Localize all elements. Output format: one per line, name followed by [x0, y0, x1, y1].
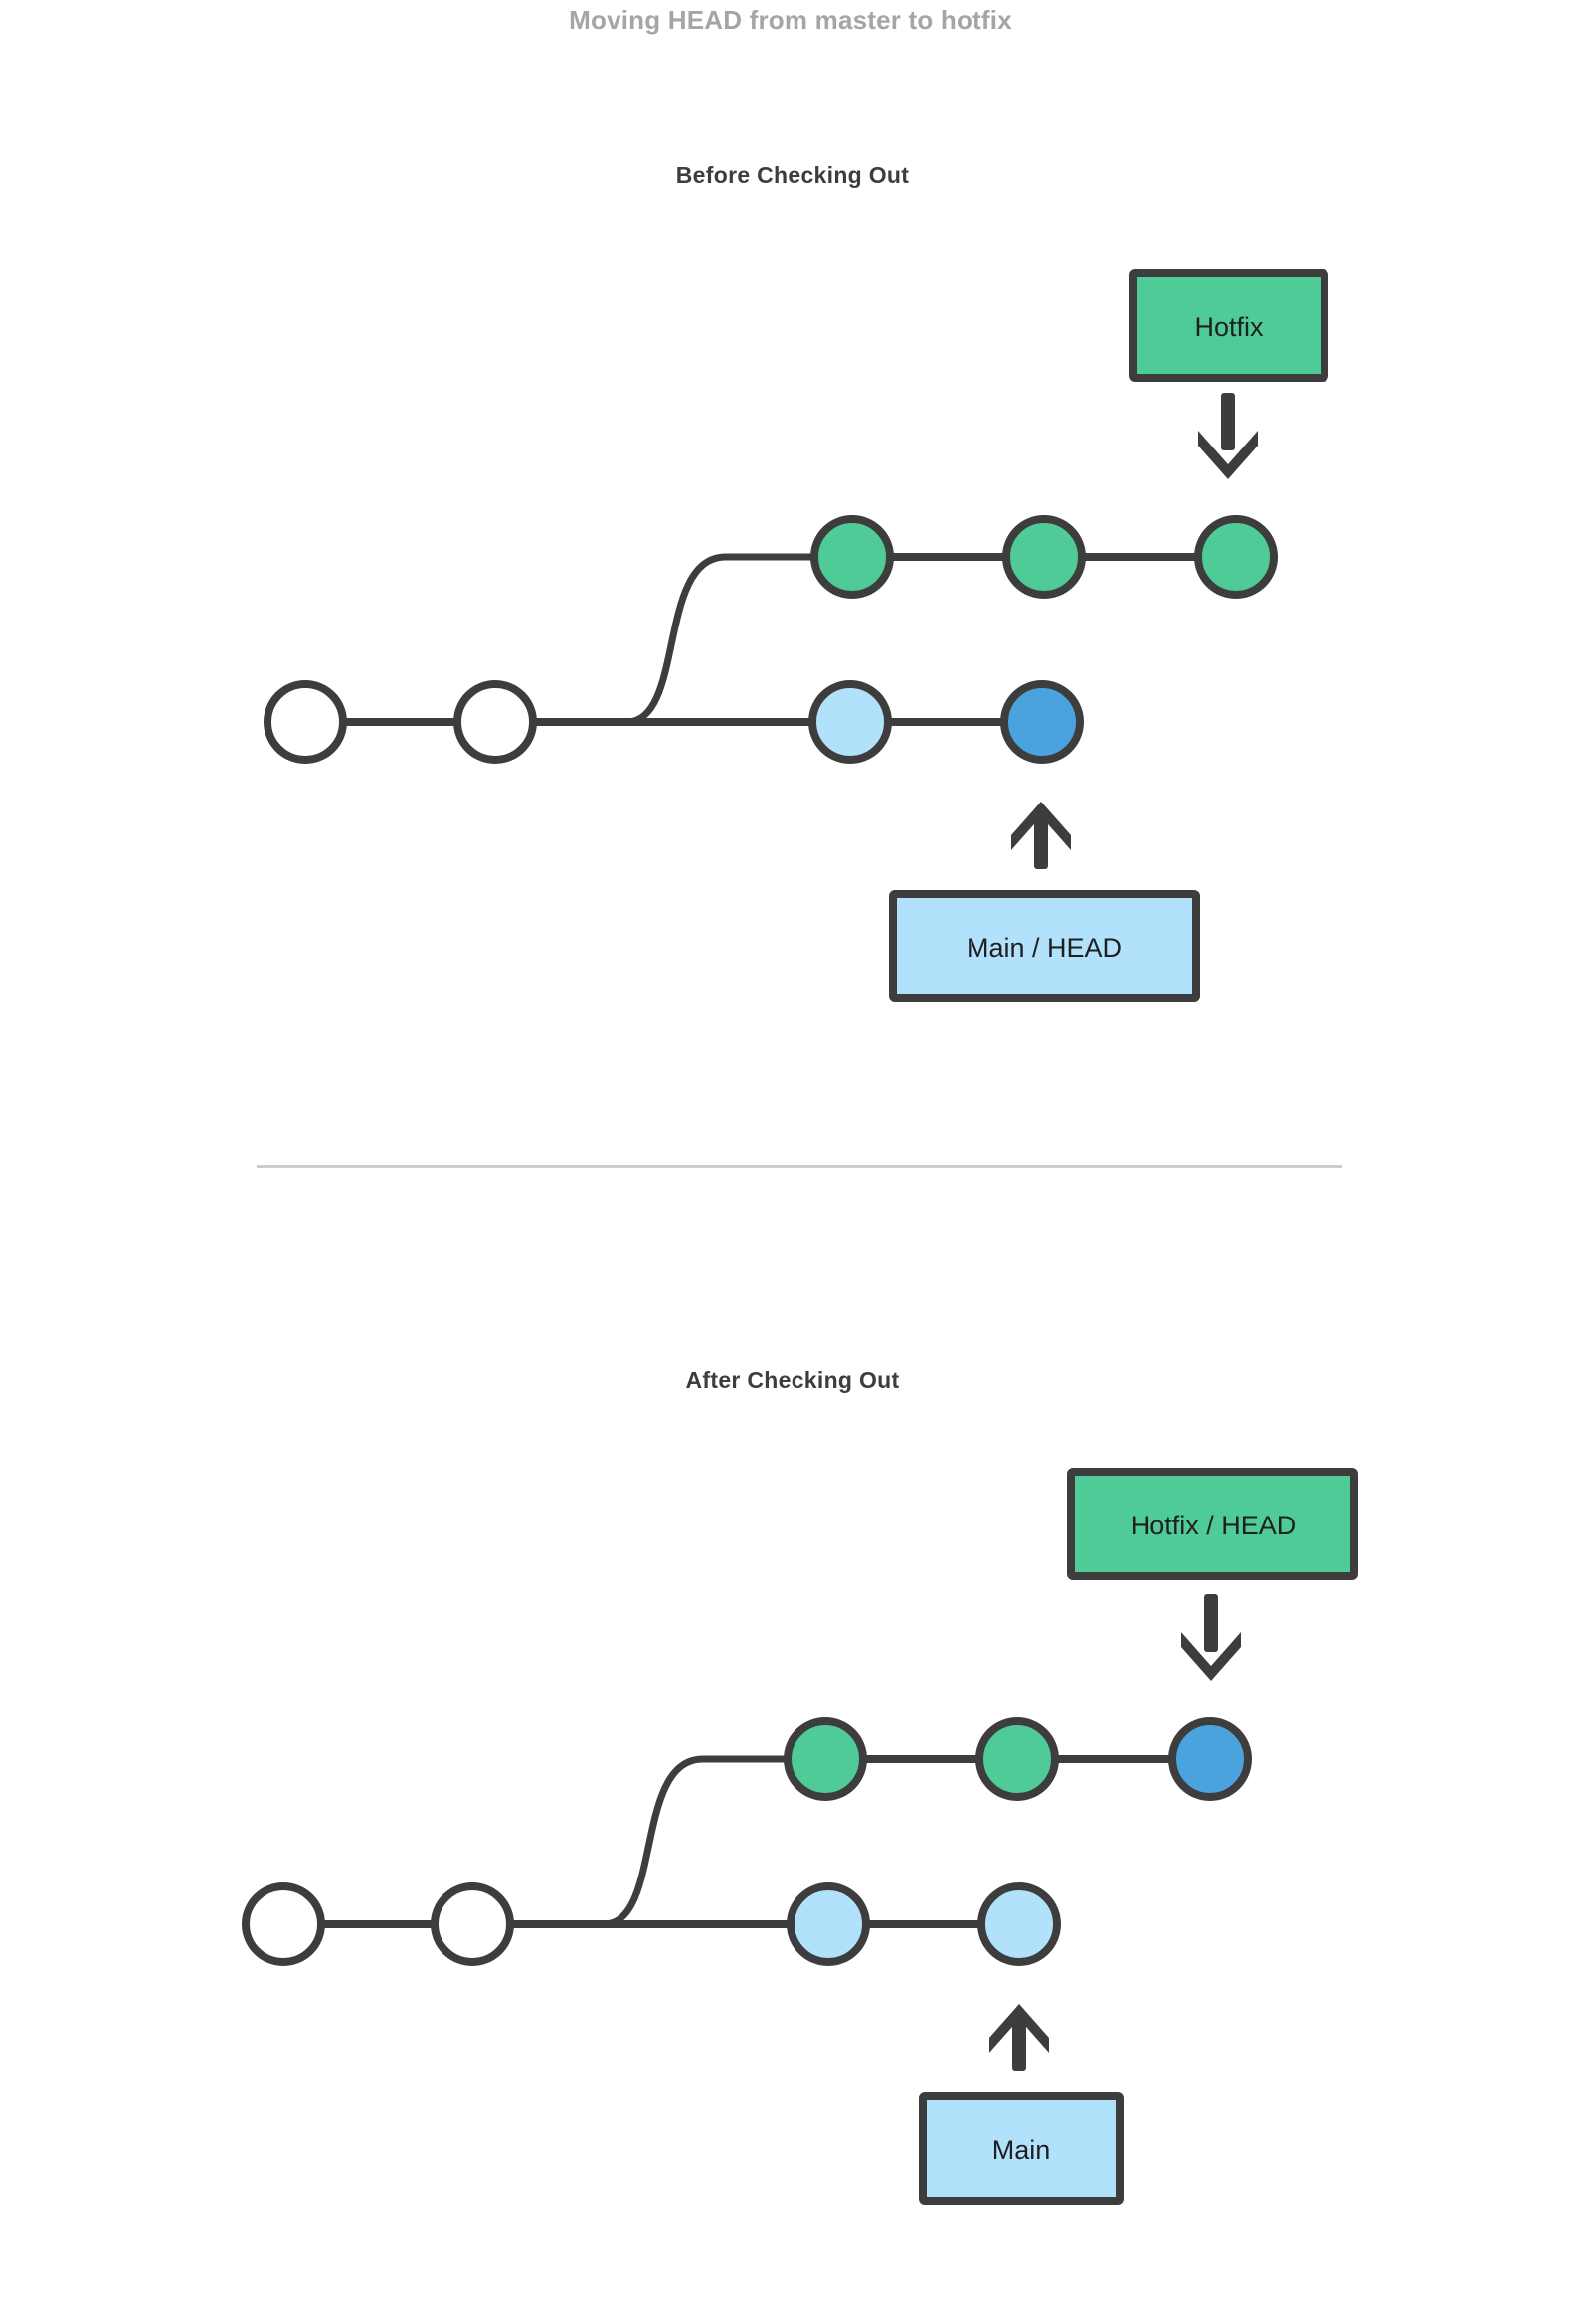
hotfix-box-rect [1129, 269, 1328, 382]
commit-node[interactable] [453, 680, 537, 764]
commit-node[interactable] [784, 1717, 867, 1801]
page-title: Moving HEAD from master to hotfix [569, 5, 1012, 35]
section-heading-before: Before Checking Out [675, 162, 910, 188]
commit-node[interactable] [1002, 515, 1086, 599]
hotfix-head-box-rect [1067, 1468, 1358, 1580]
commit-node[interactable] [810, 515, 894, 599]
hotfix-box-label: Hotfix [1194, 312, 1264, 342]
main-up-arrow [989, 2004, 1049, 2071]
commit-node[interactable] [264, 680, 347, 764]
commit-node[interactable] [242, 1882, 325, 1966]
main-box-rect [919, 2092, 1124, 2205]
main-box-label: Main [992, 2135, 1051, 2165]
before-checking-out-diagram: Hotfix Main / H [264, 269, 1328, 1002]
after-checking-out-diagram: Hotfix / HEAD Ma [242, 1468, 1358, 2205]
section-divider [257, 1165, 1342, 1168]
commit-node[interactable] [1194, 515, 1278, 599]
branch-fork-curve [622, 553, 859, 726]
commit-node[interactable] [977, 1882, 1061, 1966]
hotfix-head-box[interactable]: Hotfix / HEAD [1067, 1468, 1358, 1580]
branch-fork-curve [600, 1755, 835, 1928]
main-head-box-rect [889, 890, 1200, 1002]
section-heading-after: After Checking Out [685, 1367, 900, 1393]
main-head-box-label: Main / HEAD [967, 933, 1122, 963]
hotfix-down-arrow [1198, 393, 1258, 479]
commit-node[interactable] [431, 1882, 514, 1966]
hotfix-head-down-arrow [1181, 1594, 1241, 1681]
main-head-up-arrow [1011, 802, 1071, 869]
commit-node[interactable] [787, 1882, 870, 1966]
commit-node-head[interactable] [1168, 1717, 1252, 1801]
main-box[interactable]: Main [919, 2092, 1124, 2205]
hotfix-box[interactable]: Hotfix [1129, 269, 1328, 382]
hotfix-head-box-label: Hotfix / HEAD [1131, 1511, 1297, 1540]
commit-node[interactable] [808, 680, 892, 764]
commit-node[interactable] [975, 1717, 1059, 1801]
main-head-box[interactable]: Main / HEAD [889, 890, 1200, 1002]
commit-node-head[interactable] [1000, 680, 1084, 764]
